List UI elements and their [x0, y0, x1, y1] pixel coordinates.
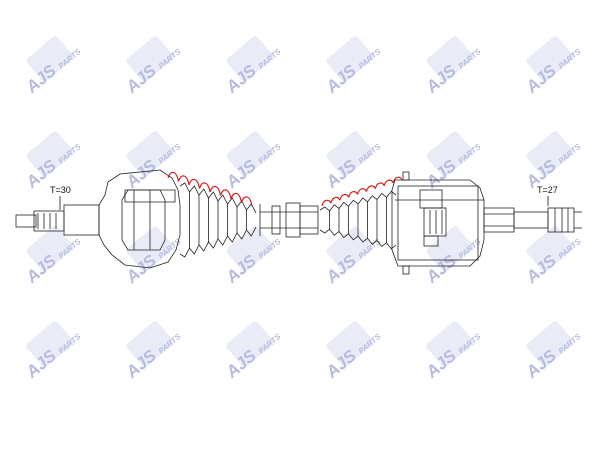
left-boot-bellows: [179, 182, 257, 258]
right-spline-stub: [483, 207, 582, 233]
outer-cv-joint: [98, 169, 181, 269]
right-teeth-label: T=27: [537, 185, 558, 206]
left-teeth-text: T=30: [50, 185, 71, 195]
left-spring: [167, 171, 253, 207]
right-spring: [321, 176, 403, 207]
right-teeth-text: T=27: [537, 185, 558, 195]
central-shaft: [259, 202, 319, 238]
left-teeth-label: T=30: [50, 185, 71, 203]
inner-tripod-joint: [391, 171, 485, 275]
left-spline-stub: [15, 203, 100, 236]
right-boot-bellows: [319, 190, 397, 250]
